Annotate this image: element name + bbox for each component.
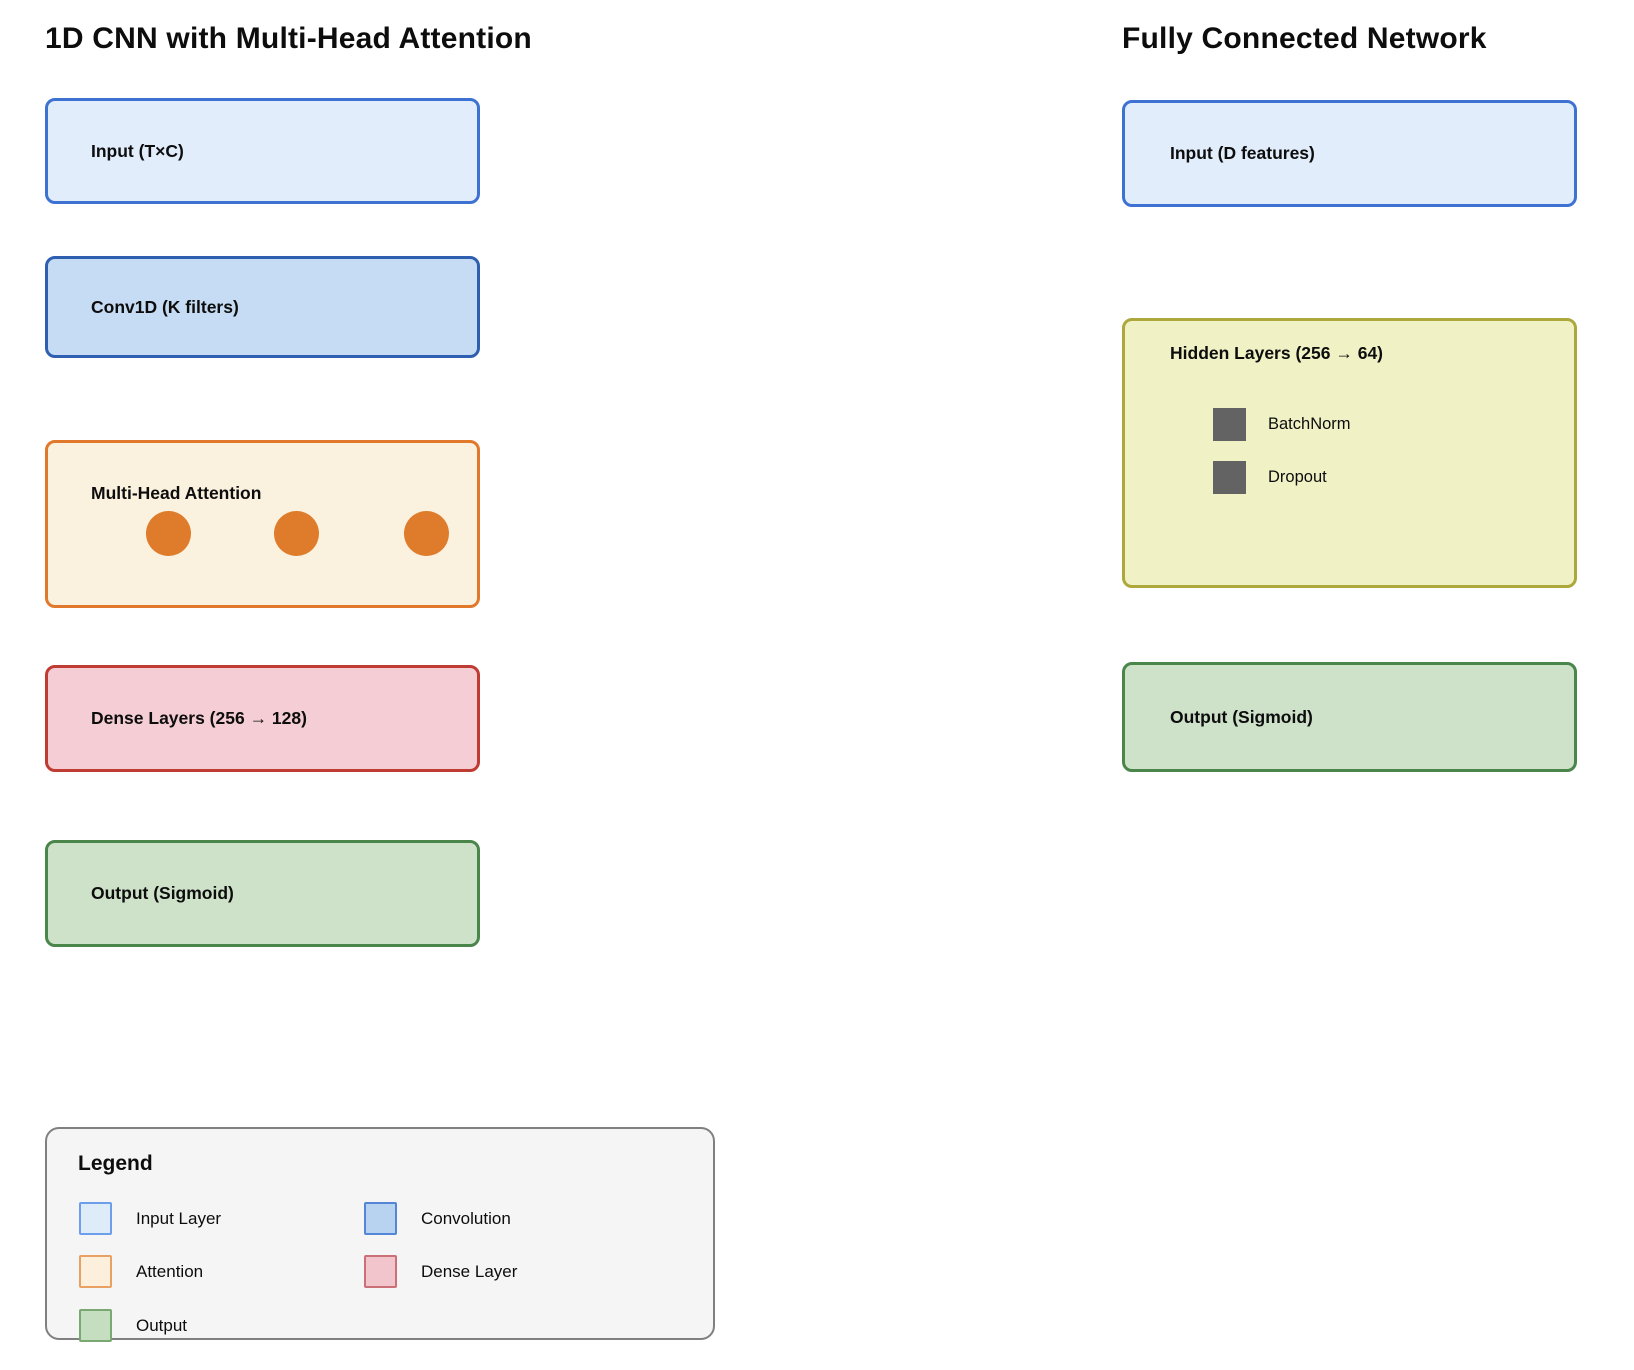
batchnorm-swatch-icon: [1213, 408, 1246, 441]
dense-layer-swatch-icon: [364, 1255, 397, 1288]
input-layer-swatch-icon: [79, 1202, 112, 1235]
legend-item-dense-layer: Dense Layer: [364, 1255, 517, 1288]
dropout-swatch-icon: [1213, 461, 1246, 494]
fcn-hidden-layers-box: Hidden Layers (256 → 64) BatchNorm Dropo…: [1122, 318, 1577, 588]
cnn-input-layer-box: Input (T×C): [45, 98, 480, 204]
legend-panel: Legend Input Layer Convolution Attention…: [45, 1127, 715, 1342]
cnn-output-layer-label: Output (Sigmoid): [91, 883, 234, 903]
cnn-conv1d-layer-box: Conv1D (K filters): [45, 256, 480, 358]
fcn-output-layer-box: Output (Sigmoid): [1122, 662, 1577, 772]
attention-swatch-icon: [79, 1255, 112, 1288]
attention-head-icon: [146, 511, 191, 556]
cnn-output-layer-box: Output (Sigmoid): [45, 840, 480, 947]
legend-item-output: Output: [79, 1309, 187, 1342]
fcn-output-layer-label: Output (Sigmoid): [1170, 706, 1313, 727]
legend-title: Legend: [78, 1152, 153, 1175]
fcn-input-layer-box: Input (D features): [1122, 100, 1577, 207]
attention-head-icon: [274, 511, 319, 556]
cnn-attention-layer-box: Multi-Head Attention: [45, 440, 480, 608]
left-diagram-title: 1D CNN with Multi-Head Attention: [45, 22, 532, 55]
legend-label-input-layer: Input Layer: [136, 1208, 222, 1228]
fcn-hidden-layers-label: Hidden Layers (256 → 64): [1170, 343, 1383, 363]
dropout-label: Dropout: [1268, 468, 1327, 486]
cnn-dense-layer-box: Dense Layers (256 → 128): [45, 665, 480, 772]
convolution-swatch-icon: [364, 1202, 397, 1235]
cnn-dense-layer-label: Dense Layers (256 → 128): [91, 708, 307, 728]
legend-item-attention: Attention: [79, 1255, 203, 1288]
dropout-row: Dropout: [1213, 461, 1327, 494]
cnn-attention-layer-label: Multi-Head Attention: [91, 483, 262, 503]
legend-label-convolution: Convolution: [421, 1208, 511, 1228]
cnn-input-layer-label: Input (T×C): [91, 140, 184, 161]
batchnorm-row: BatchNorm: [1213, 408, 1351, 441]
fcn-input-layer-label: Input (D features): [1170, 143, 1315, 163]
cnn-conv1d-layer-label: Conv1D (K filters): [91, 296, 239, 317]
legend-label-output: Output: [136, 1315, 188, 1335]
legend-label-attention: Attention: [136, 1261, 204, 1281]
legend-item-input-layer: Input Layer: [79, 1202, 221, 1235]
right-diagram-title: Fully Connected Network: [1122, 22, 1487, 55]
legend-item-convolution: Convolution: [364, 1202, 511, 1235]
attention-head-icon: [404, 511, 449, 556]
output-swatch-icon: [79, 1309, 112, 1342]
legend-label-dense-layer: Dense Layer: [421, 1261, 518, 1281]
batchnorm-label: BatchNorm: [1268, 415, 1351, 433]
